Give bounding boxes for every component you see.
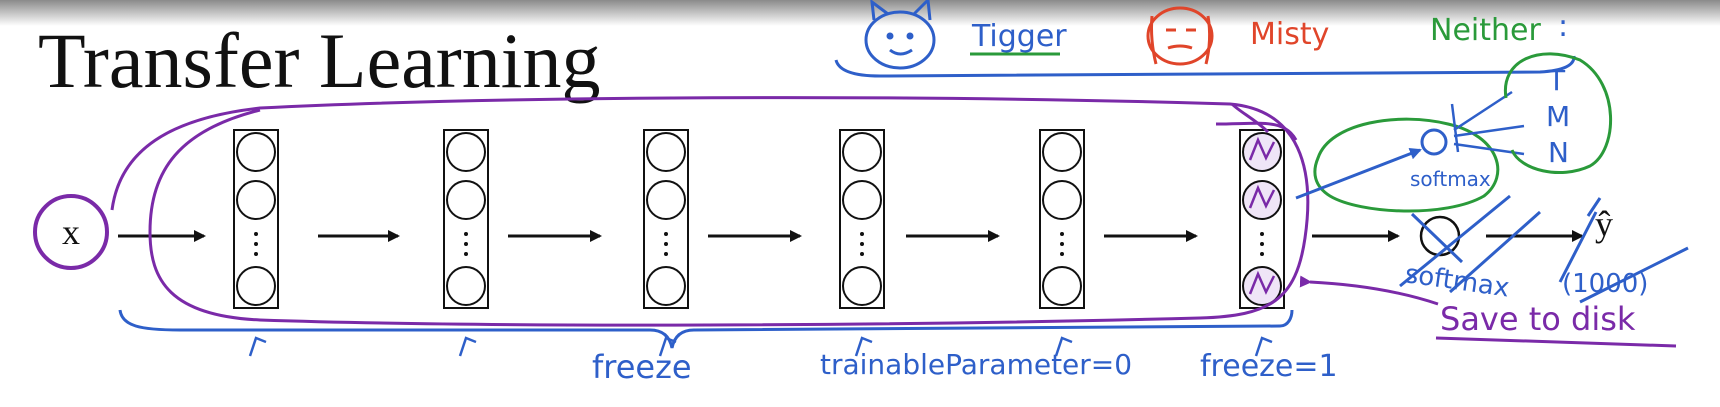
neuron-hatch: [1248, 136, 1276, 161]
misty-face-icon: [1146, 6, 1214, 66]
tick-mark: [248, 336, 267, 357]
hidden-layers: [118, 129, 1285, 309]
neuron: [446, 132, 486, 172]
layer-2: [443, 129, 489, 309]
neuron: [1042, 266, 1082, 306]
tick-mark: [658, 336, 677, 357]
layer-5: [1039, 129, 1085, 309]
ellipsis-dot: [664, 242, 668, 246]
layer-box: [643, 129, 689, 309]
layer-6: [1239, 129, 1285, 309]
tick-mark: [854, 336, 873, 357]
output-label: ŷ: [1595, 204, 1613, 244]
tick-mark: [458, 336, 477, 357]
ellipsis-dot: [860, 242, 864, 246]
layer-ticks: [248, 336, 1273, 357]
cross-out-strokes: [1399, 194, 1689, 304]
layer-1: [233, 129, 279, 309]
ellipsis-dot: [254, 252, 258, 256]
note-freeze: freeze: [592, 348, 692, 386]
old-softmax-node: [1419, 215, 1461, 257]
ellipsis-dot: [860, 232, 864, 236]
neuron: [1042, 132, 1082, 172]
new-softmax-label: softmax: [1410, 167, 1491, 191]
layer-box: [1039, 129, 1085, 309]
save-arrow: [1299, 275, 1439, 306]
neuron: [646, 266, 686, 306]
bottom-brace: [118, 309, 1294, 349]
neuron-hatch: [1248, 270, 1276, 295]
legend-neither: Neither: [1430, 13, 1541, 48]
classes-enclosure: [1503, 52, 1613, 174]
note-trainable: trainableParameter=0: [820, 348, 1132, 381]
class-m: M: [1546, 100, 1570, 133]
ellipsis-dot: [1260, 232, 1264, 236]
note-save: Save to disk: [1440, 300, 1636, 338]
layer-box: [443, 129, 489, 309]
neuron: [842, 180, 882, 220]
tick-mark: [1254, 336, 1273, 357]
tigger-face-icon: [864, 0, 936, 70]
page-title: Transfer Learning: [38, 17, 601, 104]
layer-box: [839, 129, 885, 309]
legend-misty: Misty: [1250, 17, 1329, 52]
ellipsis-dot: [860, 252, 864, 256]
legend-colon: :: [1558, 9, 1568, 44]
top-shadow: [0, 0, 1720, 26]
legend: Tigger Misty Neither :: [834, 0, 1576, 78]
layer-4: [839, 129, 885, 309]
neuron: [236, 266, 276, 306]
save-underline: [1435, 336, 1677, 348]
neuron: [646, 132, 686, 172]
ellipsis-dot: [1260, 242, 1264, 246]
purple-enclosure: [110, 96, 1310, 327]
ellipsis-dot: [464, 232, 468, 236]
ellipsis-dot: [664, 252, 668, 256]
neuron: [446, 266, 486, 306]
neuron: [842, 132, 882, 172]
ellipsis-dot: [664, 232, 668, 236]
layer-box: [233, 129, 279, 309]
input-node: x: [33, 194, 109, 270]
ellipsis-dot: [464, 242, 468, 246]
ellipsis-dot: [1060, 232, 1064, 236]
arrow-to-new-softmax: [1295, 148, 1422, 200]
ellipsis-dot: [1260, 252, 1264, 256]
tick-mark: [1054, 336, 1073, 357]
input-label: x: [62, 212, 80, 252]
new-softmax-node: [1420, 128, 1448, 156]
neuron: [446, 180, 486, 220]
ellipsis-dot: [1060, 252, 1064, 256]
legend-tigger: Tigger: [971, 19, 1067, 54]
ellipsis-dot: [464, 252, 468, 256]
ellipsis-dot: [254, 242, 258, 246]
last-layer-marks: [1215, 102, 1298, 141]
class-n: N: [1548, 136, 1569, 169]
layer-3: [643, 129, 689, 309]
neuron-hatch: [1248, 184, 1276, 209]
neuron: [646, 180, 686, 220]
new-softmax-enclosure: [1313, 117, 1500, 213]
neuron: [236, 180, 276, 220]
neuron: [842, 266, 882, 306]
neuron: [236, 132, 276, 172]
note-freeze-eq: freeze=1: [1200, 349, 1338, 384]
neuron: [1042, 180, 1082, 220]
ellipsis-dot: [1060, 242, 1064, 246]
ellipsis-dot: [254, 232, 258, 236]
class-t: T: [1547, 64, 1566, 97]
